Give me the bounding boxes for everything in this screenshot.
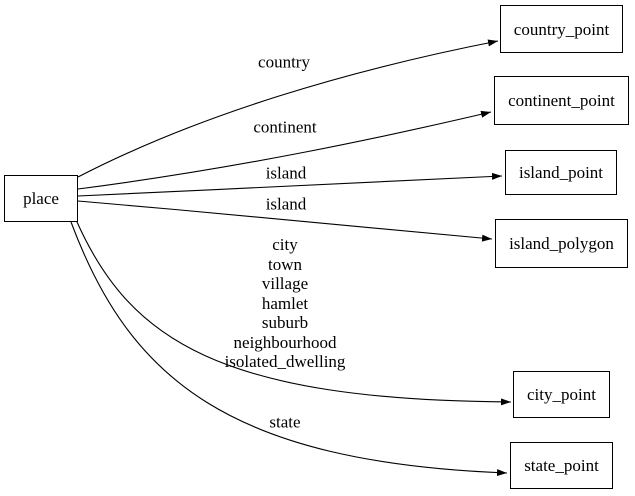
node-state-point-label: state_point — [524, 456, 599, 475]
node-city-point: city_point — [513, 371, 610, 418]
node-island-polygon-label: island_polygon — [509, 234, 614, 253]
edge-place-to-state-point — [70, 221, 508, 477]
node-continent-point: continent_point — [494, 76, 629, 125]
node-island-polygon: island_polygon — [495, 219, 628, 268]
edge-label-continent: continent — [253, 117, 317, 137]
edge-place-to-continent-point — [77, 110, 492, 190]
node-country-point-label: country_point — [513, 19, 610, 39]
edge-label-country: country — [258, 52, 310, 72]
edge-label-city-group: city town village hamlet suburb neighbou… — [224, 234, 346, 371]
node-continent-point-label: continent_point — [508, 91, 615, 110]
edge-place-to-city-point — [76, 221, 512, 406]
edge-place-to-island-polygon — [77, 200, 493, 242]
node-city-point-label: city_point — [527, 385, 596, 404]
node-island-point-label: island_point — [518, 163, 604, 182]
edge-label-state: state — [269, 412, 301, 432]
node-place: place — [4, 175, 78, 222]
node-country-point: country_point — [500, 5, 623, 53]
edge-label-island-to-polygon: island — [265, 194, 307, 214]
edge-place-to-island-point — [77, 172, 503, 197]
node-island-point: island_point — [505, 150, 617, 195]
node-state-point: state_point — [510, 442, 613, 489]
edge-place-to-country-point — [77, 39, 499, 178]
node-place-label: place — [23, 189, 59, 208]
edge-label-island-to-point: island — [265, 163, 307, 183]
